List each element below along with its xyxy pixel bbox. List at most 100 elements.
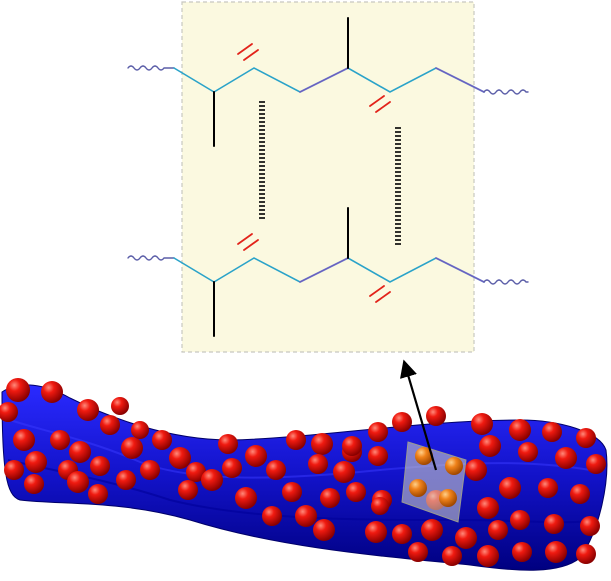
particle-sphere	[116, 470, 136, 490]
particle-sphere	[222, 458, 242, 478]
particle-sphere	[77, 399, 99, 421]
particle-sphere	[218, 434, 238, 454]
top-strand	[127, 17, 529, 147]
particle-sphere	[518, 442, 538, 462]
particle-sphere	[131, 421, 149, 439]
dashed-hydrogen-bond-icon	[395, 127, 401, 245]
particle-sphere	[392, 524, 412, 544]
patch-particle-sphere	[439, 489, 457, 507]
particle-sphere	[368, 422, 388, 442]
bottom-strand	[127, 207, 529, 337]
particle-sphere	[545, 541, 567, 563]
particle-sphere	[90, 456, 110, 476]
particle-sphere	[509, 419, 531, 441]
particle-sphere	[365, 521, 387, 543]
particle-sphere	[580, 516, 600, 536]
double-bond-marker	[237, 233, 259, 251]
patch-particle-sphere	[415, 447, 433, 465]
patch-particle-sphere	[445, 457, 463, 475]
particle-sphere	[333, 461, 355, 483]
backbone-purple-segment	[299, 67, 349, 93]
particle-sphere	[586, 454, 606, 474]
particle-sphere	[24, 474, 44, 494]
particle-sphere	[570, 484, 590, 504]
particle-sphere	[392, 412, 412, 432]
particle-sphere	[477, 545, 499, 567]
particle-sphere	[69, 441, 91, 463]
particle-sphere	[488, 520, 508, 540]
particle-sphere	[286, 430, 306, 450]
particle-sphere	[408, 542, 428, 562]
hydrogen-bonds	[259, 101, 401, 245]
particle-sphere	[169, 447, 191, 469]
particle-sphere	[426, 406, 446, 426]
particle-sphere	[542, 422, 562, 442]
particle-sphere	[442, 546, 462, 566]
particle-sphere	[346, 482, 366, 502]
double-bond-marker	[369, 285, 391, 303]
particle-sphere	[471, 413, 493, 435]
inset-background	[181, 1, 475, 353]
particle-sphere	[266, 460, 286, 480]
particle-sphere	[88, 484, 108, 504]
particle-sphere	[465, 459, 487, 481]
particle-layer	[0, 378, 606, 567]
particle-sphere	[41, 381, 63, 403]
particle-sphere	[25, 451, 47, 473]
particle-sphere	[576, 428, 596, 448]
particle-sphere	[368, 446, 388, 466]
particle-sphere	[201, 469, 223, 491]
particle-sphere	[100, 415, 120, 435]
zoom-patch	[401, 441, 467, 523]
wavy-chain-end-right-bottom	[483, 279, 529, 285]
inset-panel	[181, 1, 475, 353]
particle-sphere	[13, 429, 35, 451]
particle-sphere	[6, 378, 30, 402]
patch-particle-sphere	[409, 479, 427, 497]
particle-sphere	[121, 437, 143, 459]
particle-sphere	[50, 430, 70, 450]
dashed-hydrogen-bond-icon	[259, 101, 265, 219]
particle-sphere	[178, 480, 198, 500]
backbone-purple-segment	[299, 257, 349, 283]
particle-sphere	[282, 482, 302, 502]
particle-sphere	[235, 487, 257, 509]
particle-sphere	[308, 454, 328, 474]
backbone-purple-segment	[435, 67, 485, 93]
particle-sphere	[320, 488, 340, 508]
particle-sphere	[245, 445, 267, 467]
particle-sphere	[512, 542, 532, 562]
particle-sphere	[262, 506, 282, 526]
particle-sphere	[295, 505, 317, 527]
wavy-chain-end-right-top	[483, 89, 529, 95]
double-bond-marker	[237, 43, 259, 61]
particle-sphere	[67, 471, 89, 493]
particle-sphere	[421, 519, 443, 541]
particle-sphere	[544, 514, 564, 534]
particle-sphere	[479, 435, 501, 457]
particle-sphere	[111, 397, 129, 415]
double-bond-marker	[369, 95, 391, 113]
particle-sphere	[0, 402, 18, 422]
zoom-arrow-icon	[400, 359, 438, 471]
particle-sphere	[455, 527, 477, 549]
particle-sphere	[477, 497, 499, 519]
particle-sphere	[311, 433, 333, 455]
particle-sphere	[152, 430, 172, 450]
particle-sphere	[140, 460, 160, 480]
particle-sphere	[186, 462, 206, 482]
wavy-chain-end-left-bottom	[127, 255, 175, 261]
particle-sphere	[313, 519, 335, 541]
membrane-body	[1, 384, 608, 571]
backbone-purple-segment	[435, 257, 485, 283]
particle-sphere	[4, 460, 24, 480]
particle-sphere	[538, 478, 558, 498]
particle-sphere	[510, 510, 530, 530]
particle-sphere	[555, 447, 577, 469]
patch-particles	[409, 447, 463, 507]
particle-sphere	[499, 477, 521, 499]
wavy-chain-end-left-top	[127, 65, 175, 71]
particle-sphere	[342, 436, 362, 456]
particle-sphere	[371, 497, 389, 515]
